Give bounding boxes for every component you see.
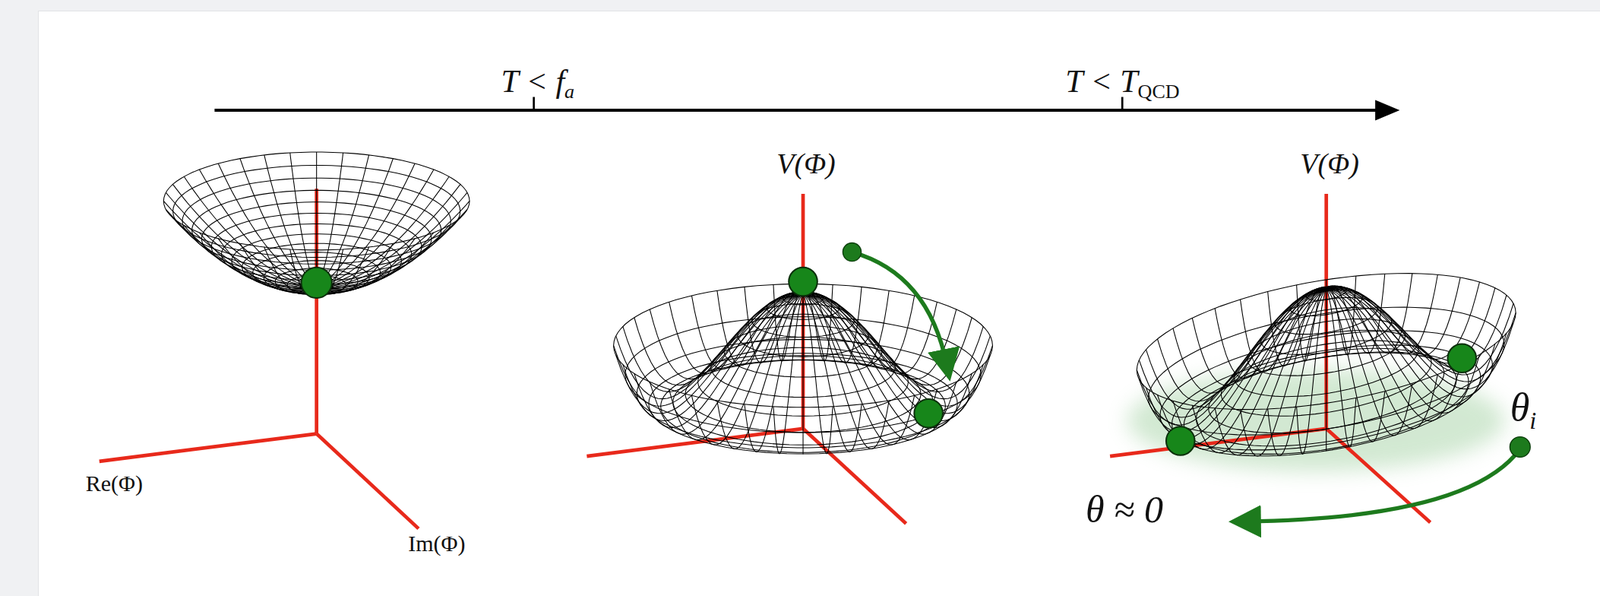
mesh-line	[165, 192, 317, 288]
mesh-line	[1296, 288, 1327, 454]
mesh-line	[1240, 287, 1327, 372]
math-label: V(Φ)	[776, 148, 835, 178]
label-text: T < f	[500, 63, 565, 99]
label-text: θ	[1510, 385, 1531, 429]
potential-mesh	[163, 151, 1516, 456]
mesh-line	[316, 154, 370, 288]
mesh-line	[316, 169, 434, 288]
mesh-line	[316, 192, 468, 288]
mesh-line	[622, 294, 804, 421]
label-text: V(Φ)	[776, 147, 835, 180]
mesh-line	[803, 294, 833, 454]
mesh-line	[717, 294, 804, 450]
arrow-start-dot	[842, 243, 861, 262]
subscript-text: a	[564, 80, 575, 103]
timeline-axis	[214, 108, 1379, 112]
mesh-line	[803, 290, 889, 366]
mesh-line	[1326, 287, 1514, 375]
mesh-line	[773, 284, 804, 361]
label-text: Im(Φ)	[407, 530, 465, 556]
mesh-line	[199, 169, 317, 288]
mesh-line	[316, 176, 450, 288]
mesh-line	[1326, 287, 1507, 369]
panel-ground	[37, 10, 1600, 596]
timeline-tick	[1121, 97, 1124, 111]
mesh-line	[803, 292, 915, 370]
axes	[99, 188, 1431, 529]
mesh-line	[240, 158, 317, 288]
math-label: T < TQCD	[1065, 65, 1180, 102]
mesh-line	[1326, 288, 1413, 436]
field-balls	[301, 267, 1477, 456]
mesh-line	[803, 293, 972, 385]
mesh-line	[316, 163, 415, 288]
mesh-line	[1145, 288, 1326, 409]
mesh-line	[1326, 288, 1496, 405]
mesh-line	[669, 292, 804, 374]
mesh-line	[1192, 288, 1326, 386]
mesh-line	[773, 294, 804, 454]
math-label: Re(Φ)	[85, 471, 143, 495]
arrow-start-dot	[1509, 436, 1531, 458]
mesh-line	[803, 294, 990, 399]
math-label: θ ≈ 0	[1085, 490, 1164, 529]
subscript-text: QCD	[1138, 80, 1180, 103]
math-label: V(Φ)	[1299, 148, 1359, 178]
relax-arrow	[1244, 449, 1520, 522]
mesh-line	[316, 209, 468, 288]
mesh-line	[316, 183, 461, 288]
mesh-line	[1325, 279, 1327, 358]
trough-glow	[1127, 369, 1506, 472]
mesh-line	[691, 292, 804, 370]
math-label: T < fa	[500, 65, 575, 102]
mesh-line	[1326, 288, 1385, 442]
subscript-text: i	[1529, 406, 1537, 434]
mesh-line	[165, 209, 317, 288]
mesh-line	[1173, 288, 1327, 450]
mesh-line	[1214, 288, 1327, 456]
mesh-line	[264, 154, 317, 288]
mesh-line	[803, 292, 937, 374]
mesh-line	[803, 294, 889, 450]
timeline-tick	[532, 97, 535, 111]
label-text: Re(Φ)	[85, 470, 143, 496]
mesh-line	[634, 293, 804, 385]
math-label: Im(Φ)	[407, 531, 465, 555]
label-text: θ ≈ 0	[1085, 487, 1164, 531]
mesh-line	[1326, 274, 1439, 354]
mesh-line	[622, 293, 804, 392]
roll-arrow	[851, 252, 947, 366]
mesh-line	[803, 294, 984, 421]
timeline-arrowhead	[1375, 100, 1400, 121]
mesh-line	[803, 294, 957, 434]
label-text: T < T	[1065, 63, 1138, 99]
mesh-line	[803, 293, 957, 380]
math-label: θi	[1510, 387, 1537, 433]
mesh-line	[1214, 287, 1327, 379]
mesh-line	[803, 293, 984, 392]
mesh-line	[649, 294, 804, 434]
mesh-line	[1326, 288, 1357, 447]
mesh-line	[1296, 284, 1327, 361]
label-text: V(Φ)	[1299, 147, 1359, 180]
